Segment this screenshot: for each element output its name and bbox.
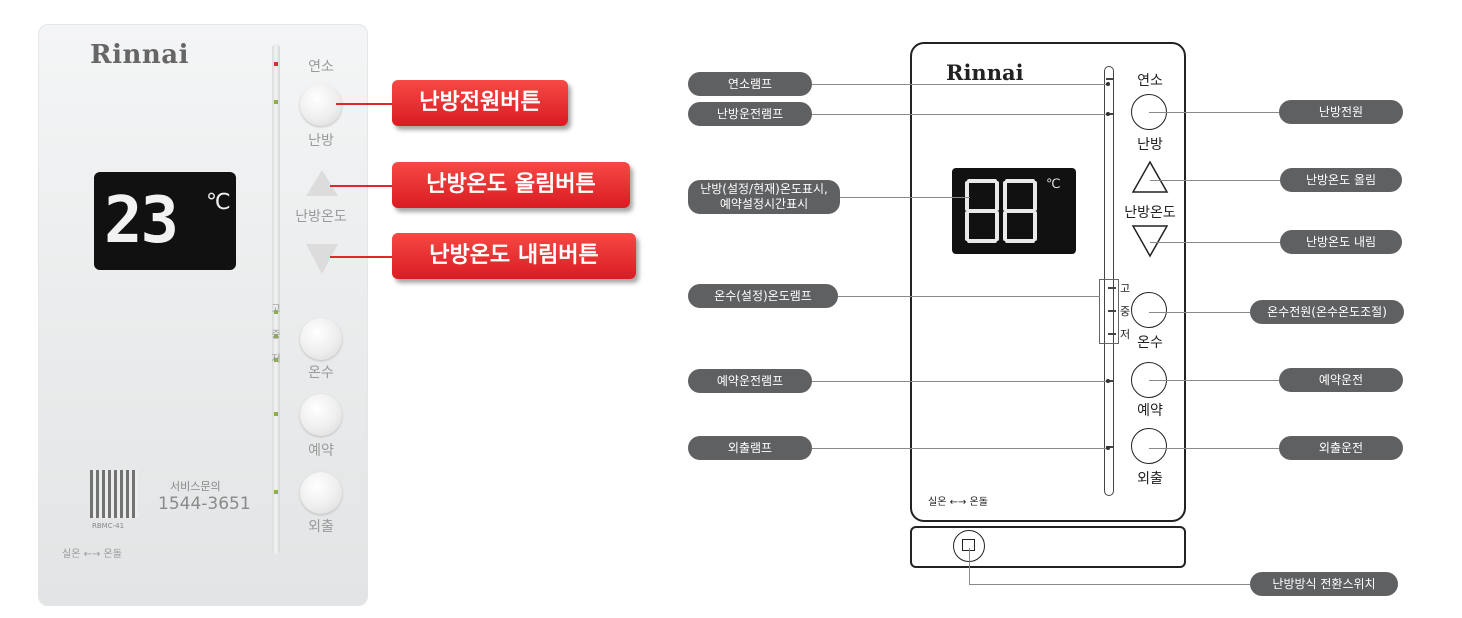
- photo-low-label: 저: [271, 354, 281, 365]
- diagram-temp-down-button[interactable]: [1131, 224, 1169, 258]
- leader-dot: [1106, 112, 1110, 116]
- tag-heating-power: 난방전원: [1279, 100, 1403, 124]
- tag-burn-lamp: 연소램프: [688, 72, 812, 96]
- diagram-low-label: 저: [1120, 328, 1131, 341]
- diagram-high-label: 고: [1120, 282, 1131, 295]
- leader-reserve-run: [1149, 380, 1279, 381]
- callout-temp-down: 난방온도 내림버튼: [392, 233, 636, 279]
- diagram-away-button[interactable]: [1131, 428, 1167, 464]
- leader-dot: [1106, 82, 1110, 86]
- diagram-heating-lamp: [1106, 113, 1114, 115]
- callout-power: 난방전원버튼: [392, 80, 568, 126]
- leader-away-lamp: [812, 448, 1108, 449]
- tag-temp-up: 난방온도 올림: [1280, 168, 1402, 192]
- tag-hot-water-lamp: 온수(설정)온도램프: [688, 284, 838, 308]
- photo-mid-label: 중: [271, 330, 281, 341]
- leader-temp-display: [840, 197, 970, 198]
- tag-hot-water-power: 온수전원(온수온도조절): [1250, 300, 1404, 324]
- callout-line-temp-up: [330, 185, 392, 187]
- photo-hot-water-label: 온수: [308, 365, 334, 381]
- diagram-temp-unit: ℃: [1046, 177, 1061, 192]
- diagram-brand-logo: Rinnai: [946, 60, 1024, 85]
- tag-reserve-run: 예약운전: [1279, 368, 1403, 392]
- diagram-reserve-lamp: [1106, 380, 1114, 382]
- photo-room-mode: 실온 ←→ 온돌: [62, 549, 122, 560]
- photo-temp-up-button[interactable]: [306, 170, 338, 196]
- tag-temp-display: 난방(설정/현재)온도표시, 예약설정시간표시: [688, 180, 840, 214]
- diagram-hot-water-label: 온수: [1137, 335, 1163, 351]
- photo-burn-label: 연소: [308, 59, 334, 75]
- callout-temp-up: 난방온도 올림버튼: [392, 162, 630, 208]
- photo-brand-logo: Rinnai: [90, 40, 190, 70]
- leader-dot: [1106, 446, 1110, 450]
- photo-heating-lamp: [274, 100, 278, 104]
- photo-lamp-strip: [272, 44, 280, 554]
- qr-caption: RBMC-41: [92, 522, 125, 530]
- diagram-room-mode: 실온 ←→ 온돌: [928, 497, 988, 508]
- diagram-burn-lamp: [1106, 78, 1114, 80]
- leader-hot-water-lamp: [838, 296, 1100, 297]
- photo-burn-lamp: [274, 62, 278, 66]
- photo-heating-label: 난방: [308, 133, 334, 149]
- tag-away-run: 외출운전: [1279, 436, 1403, 460]
- callout-line-power: [336, 103, 392, 105]
- diagram-heating-temp-label: 난방온도: [1124, 205, 1176, 221]
- photo-heating-temp-label: 난방온도: [295, 209, 347, 225]
- photo-reserve-button[interactable]: [300, 394, 342, 436]
- photo-away-button[interactable]: [300, 472, 342, 514]
- tag-away-lamp: 외출램프: [688, 436, 812, 460]
- diagram-heating-label: 난방: [1137, 137, 1163, 153]
- leader-away-run: [1149, 448, 1279, 449]
- leader-mode-switch-h: [969, 584, 1250, 585]
- diagram-low-lamp: [1108, 333, 1116, 335]
- diagram-high-lamp: [1108, 287, 1116, 289]
- tag-temp-display-line2: 예약설정시간표시: [719, 197, 809, 211]
- photo-hot-water-button[interactable]: [300, 318, 342, 360]
- diagram-away-label: 외출: [1137, 471, 1163, 487]
- leader-temp-up: [1150, 180, 1280, 181]
- leader-dot: [1106, 379, 1110, 383]
- photo-away-lamp: [274, 490, 278, 494]
- leader-burn-lamp: [812, 84, 1108, 85]
- photo-high-label: 고: [271, 304, 281, 315]
- service-phone: 1544-3651: [158, 494, 251, 514]
- photo-reserve-label: 예약: [308, 443, 334, 459]
- leader-reserve-lamp: [812, 381, 1108, 382]
- service-label: 서비스문의: [170, 480, 221, 493]
- photo-temp-display: [94, 172, 236, 270]
- leader-heating-lamp: [812, 114, 1108, 115]
- diagram-base: [910, 526, 1186, 568]
- photo-temp-down-button[interactable]: [306, 244, 338, 274]
- tag-temp-display-line1: 난방(설정/현재)온도표시,: [700, 182, 828, 196]
- diagram-away-lamp: [1106, 446, 1114, 448]
- diagram-lamp-strip: [1104, 66, 1114, 496]
- photo-mid-lamp: [274, 334, 278, 338]
- tag-heating-lamp: 난방운전램프: [688, 102, 812, 126]
- tag-temp-down: 난방온도 내림: [1280, 230, 1402, 254]
- photo-temp-unit: ℃: [206, 190, 231, 215]
- photo-high-lamp: [274, 310, 278, 314]
- photo-heating-power-button[interactable]: [300, 84, 342, 126]
- leader-hot-water-power: [1149, 312, 1250, 313]
- qr-code-icon: [90, 470, 138, 518]
- diagram-burn-label: 연소: [1137, 73, 1163, 89]
- photo-low-lamp: [274, 358, 278, 362]
- photo-away-label: 외출: [308, 519, 334, 535]
- callout-line-temp-down: [330, 256, 392, 258]
- diagram-mid-label: 중: [1120, 305, 1131, 318]
- diagram-reserve-label: 예약: [1137, 403, 1163, 419]
- photo-temp-value: 23: [104, 184, 179, 258]
- leader-temp-down: [1150, 242, 1280, 243]
- diagram-hot-water-button[interactable]: [1131, 292, 1167, 328]
- leader-heating-power: [1149, 112, 1279, 113]
- switch-icon: [962, 539, 975, 551]
- photo-reserve-lamp: [274, 412, 278, 416]
- leader-mode-switch-v: [969, 548, 970, 584]
- tag-reserve-lamp: 예약운전램프: [688, 369, 812, 393]
- diagram-seven-seg-digits: [965, 179, 1037, 243]
- diagram-level-lamps-box: [1099, 279, 1119, 344]
- diagram-mid-lamp: [1108, 310, 1116, 312]
- diagram-temp-up-button[interactable]: [1131, 160, 1169, 194]
- tag-mode-switch: 난방방식 전환스위치: [1250, 572, 1398, 596]
